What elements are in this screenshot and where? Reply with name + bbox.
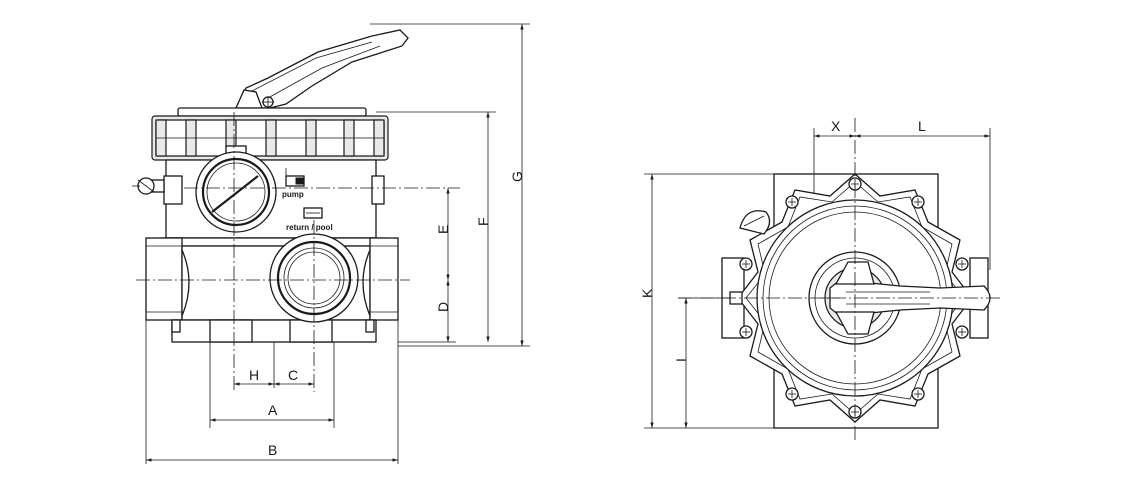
dim-label-b: B <box>268 442 277 458</box>
dim-label-d: D <box>435 302 451 312</box>
cover-bolts <box>155 119 385 157</box>
side-view: pump return / pool <box>132 23 530 464</box>
pump-label: pump <box>282 190 304 199</box>
dim-label-e: E <box>435 225 451 234</box>
dim-label-i: I <box>673 358 689 362</box>
pump-marking: pump <box>282 168 305 199</box>
dim-label-f: F <box>475 217 491 226</box>
dim-label-c: C <box>288 367 298 383</box>
dim-label-h: H <box>249 367 259 383</box>
top-view: X L K I <box>639 118 1000 440</box>
valve-cover <box>151 107 389 161</box>
dim-label-x: X <box>831 118 841 134</box>
cover-bolts-top <box>739 177 969 419</box>
dim-label-a: A <box>268 402 278 418</box>
bleed-screw <box>132 177 165 195</box>
pressure-gauge <box>195 145 277 233</box>
return-pool-marking: return / pool <box>286 207 333 232</box>
dim-label-k: K <box>639 288 655 298</box>
dim-label-g: G <box>509 171 525 182</box>
dim-label-l: L <box>918 118 926 134</box>
handle-lever <box>234 29 409 109</box>
return-pool-label: return / pool <box>286 223 333 232</box>
